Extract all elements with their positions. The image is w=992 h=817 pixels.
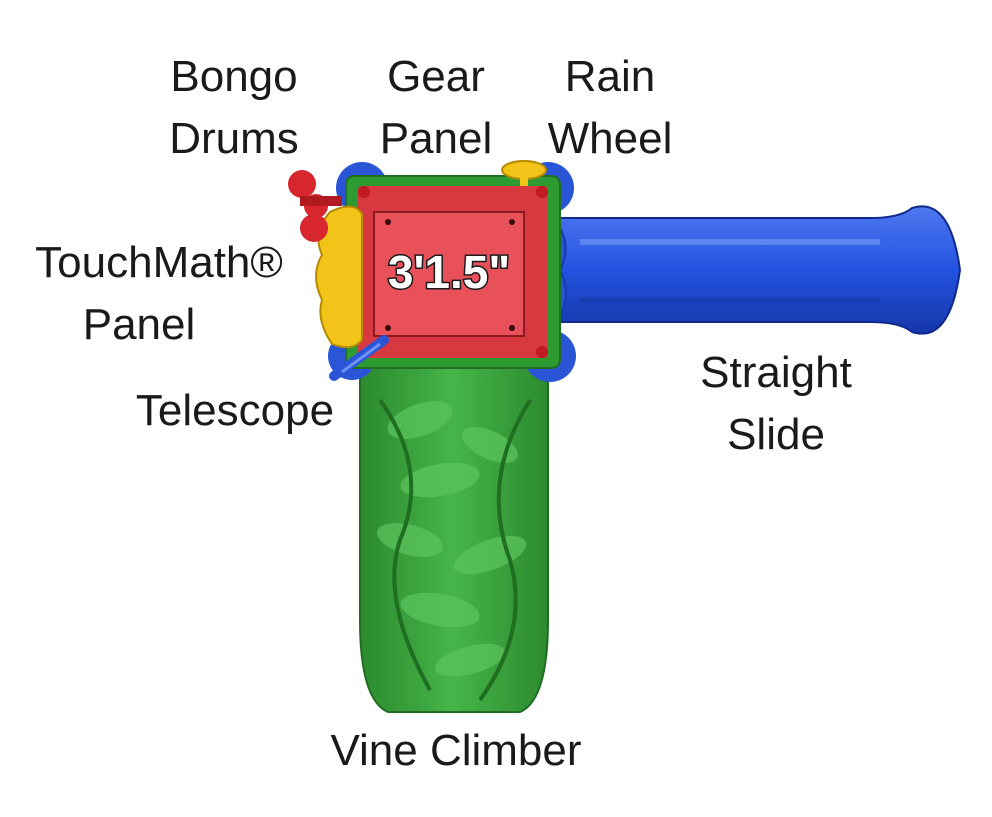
- label-gear-panel: Gear Panel: [366, 46, 506, 170]
- label-telescope-text: Telescope: [135, 386, 335, 435]
- deck-dimension: 3'1.5": [388, 246, 510, 298]
- label-rain-wheel-line1: Rain: [564, 52, 656, 101]
- label-gear-panel-line1: Gear: [387, 52, 485, 101]
- label-straight-slide-line1: Straight: [700, 348, 852, 397]
- deck: 3'1.5": [345, 175, 561, 369]
- label-straight-slide: Straight Slide: [690, 342, 862, 466]
- label-touchmath-panel-line1: TouchMath®: [35, 238, 283, 287]
- label-rain-wheel-line2: Wheel: [547, 114, 673, 163]
- label-vine-climber-text: Vine Climber: [330, 726, 582, 775]
- label-touchmath-panel: TouchMath® Panel: [14, 232, 304, 356]
- label-bongo-drums: Bongo Drums: [156, 46, 312, 170]
- label-touchmath-panel-line2: Panel: [82, 300, 196, 349]
- straight-slide: [559, 205, 962, 335]
- label-straight-slide-line2: Slide: [727, 410, 825, 459]
- bongo-drums-shape: [288, 170, 342, 242]
- label-bongo-drums-line2: Drums: [169, 114, 299, 163]
- touchmath-panel-shape: [315, 205, 363, 349]
- label-bongo-drums-line1: Bongo: [170, 52, 298, 101]
- label-telescope: Telescope: [128, 380, 342, 442]
- label-vine-climber: Vine Climber: [314, 720, 598, 782]
- vine-climber: [359, 367, 549, 713]
- label-rain-wheel: Rain Wheel: [540, 46, 680, 170]
- rain-wheel-shape: [501, 160, 547, 186]
- label-gear-panel-line2: Panel: [379, 114, 493, 163]
- telescope-shape: [329, 335, 389, 381]
